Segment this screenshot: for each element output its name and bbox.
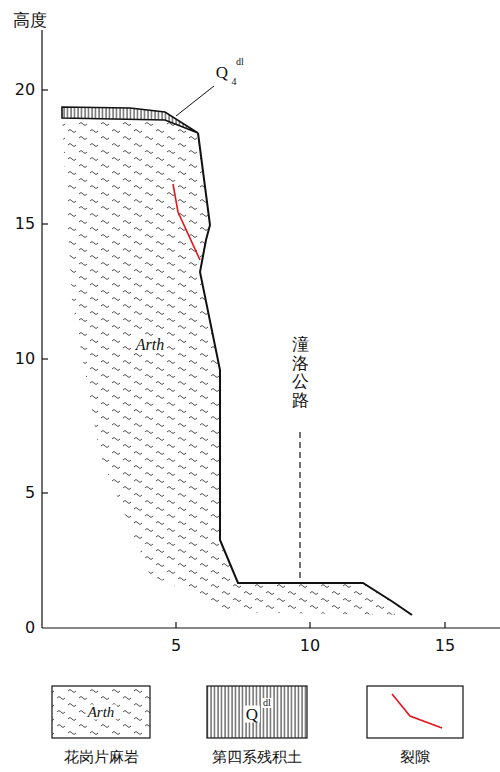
legend-unit-superscript: dl: [261, 698, 273, 708]
legend-unit-label: Q: [244, 706, 260, 723]
slope-face: [198, 133, 412, 615]
gneiss-body: [62, 118, 412, 615]
legend-text: 第四系残积土: [212, 750, 302, 765]
tick-label: 10: [15, 351, 35, 367]
tick-label: 15: [435, 638, 455, 654]
leader-line: [176, 86, 214, 116]
unit-superscript: dl: [236, 57, 244, 67]
tick-label: 15: [15, 216, 35, 232]
legend-unit-label: Arth: [86, 705, 117, 720]
axes: [42, 30, 500, 628]
road-marker: [299, 432, 300, 583]
legend-crack-line: [392, 694, 442, 728]
axis-title: 高度: [13, 12, 47, 29]
legend-text: 裂隙: [400, 750, 430, 765]
tick-label: 0: [25, 620, 35, 636]
crack: [173, 184, 200, 260]
unit-symbol: Q: [216, 64, 228, 81]
legend-sample-gneiss: [52, 686, 150, 738]
tick-label: 5: [25, 485, 35, 501]
unit-subscript: 4: [232, 77, 237, 87]
tick-label: 20: [15, 82, 35, 98]
legend-text: 花岗片麻岩: [64, 750, 139, 765]
soil-band: [62, 107, 198, 133]
tick-label: 5: [171, 638, 181, 654]
tick-label: 10: [300, 638, 320, 654]
road-label: 潼洛公路: [290, 335, 311, 410]
legend-sample-crack: [367, 686, 463, 738]
unit-label: Arth: [134, 337, 166, 353]
legend-sample-soil: [207, 686, 307, 738]
